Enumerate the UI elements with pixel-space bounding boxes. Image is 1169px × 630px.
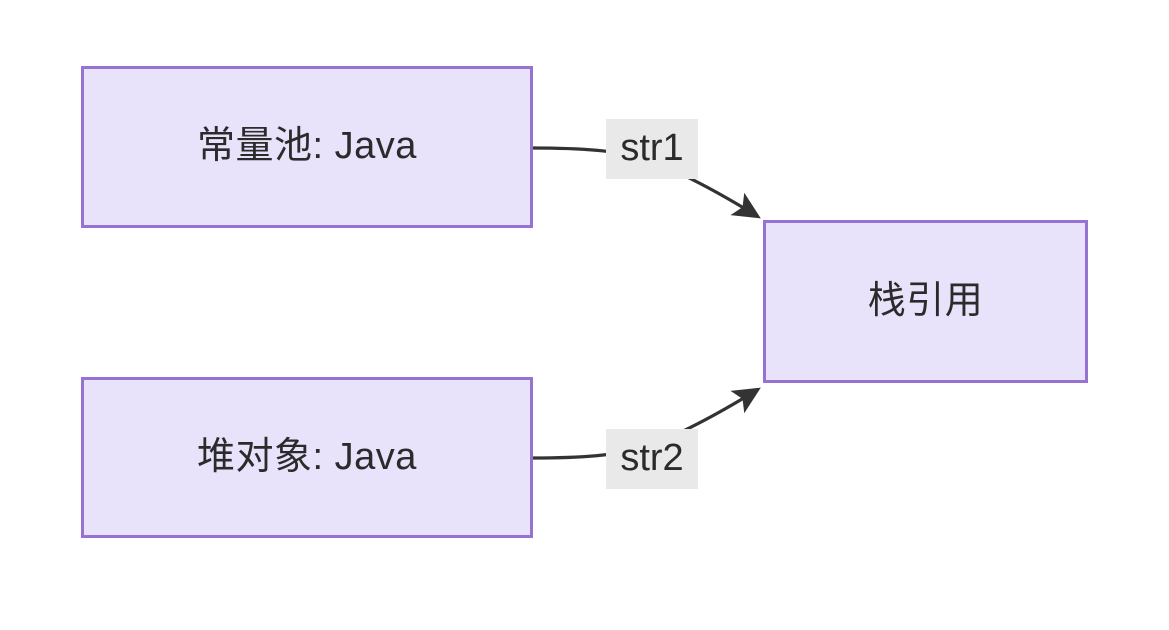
- node-stack-reference-label: 栈引用: [867, 279, 984, 322]
- node-heap-object-label: 堆对象: Java: [197, 435, 417, 478]
- node-heap-object[interactable]: 堆对象: Java: [81, 377, 533, 538]
- edge-label-str2: str2: [606, 429, 698, 489]
- edge-label-str1: str1: [606, 119, 698, 179]
- node-constant-pool-label: 常量池: Java: [197, 125, 417, 168]
- node-stack-reference[interactable]: 栈引用: [763, 220, 1088, 383]
- node-constant-pool[interactable]: 常量池: Java: [81, 66, 533, 228]
